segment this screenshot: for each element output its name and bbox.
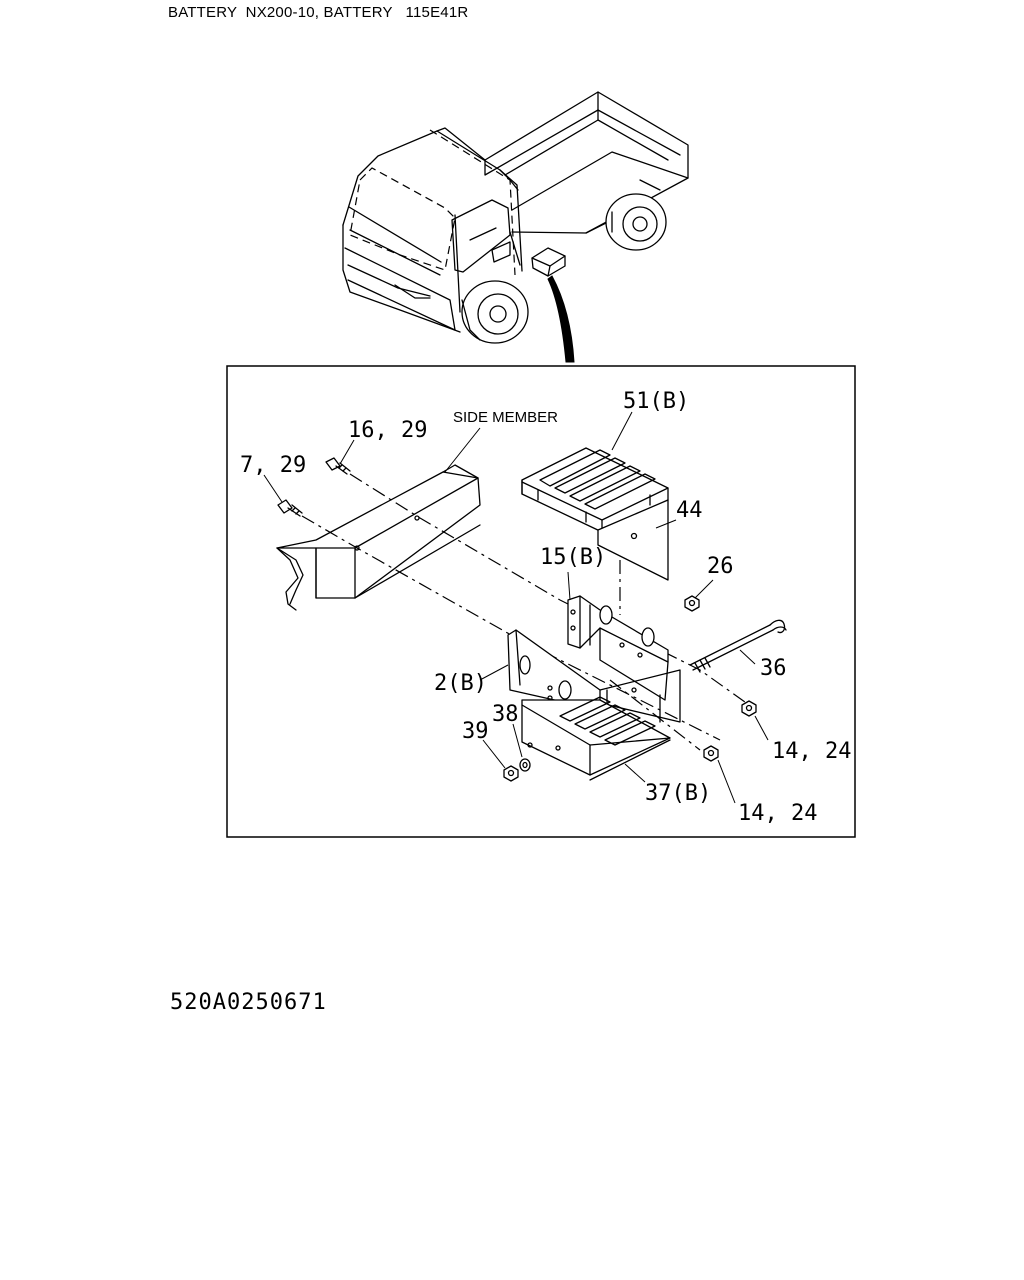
callout-44: 44: [676, 498, 703, 523]
nut-14-24-upper: [741, 700, 757, 717]
j-bolt-36: [689, 619, 787, 673]
nut-14-24-lower: [703, 745, 719, 762]
detail-frame: [226, 365, 856, 838]
page-title: BATTERY NX200-10, BATTERY 115E41R: [168, 4, 469, 21]
callout-39: 39: [462, 719, 489, 744]
leader-lines: [263, 411, 769, 804]
callout-37: 37(B): [645, 781, 711, 806]
callout-36: 36: [760, 656, 787, 681]
callout-26: 26: [707, 554, 734, 579]
callout-14-24-upper: 14, 24: [772, 739, 851, 764]
washer-38: [519, 758, 531, 772]
drawing-number: 520A0250671: [170, 990, 327, 1015]
truck-illustration: [342, 91, 689, 363]
callout-16-29: 16, 29: [348, 418, 427, 443]
bracket-15: [567, 595, 669, 701]
label-side-member: SIDE MEMBER: [453, 409, 558, 426]
callout-7-29: 7, 29: [240, 453, 306, 478]
callout-51: 51(B): [623, 389, 689, 414]
battery-carrier-37: [521, 696, 671, 781]
callout-38: 38: [492, 702, 519, 727]
nut-39: [503, 765, 519, 782]
bolt-7-29: [277, 499, 303, 517]
bolt-16-29: [325, 457, 351, 475]
callout-14-24-lower: 14, 24: [738, 801, 817, 826]
nut-26: [684, 595, 700, 612]
side-member: [276, 464, 481, 611]
callout-15: 15(B): [540, 545, 606, 570]
callout-2: 2(B): [434, 671, 487, 696]
battery-tray-51: [521, 447, 669, 533]
plate-44: [597, 499, 669, 581]
